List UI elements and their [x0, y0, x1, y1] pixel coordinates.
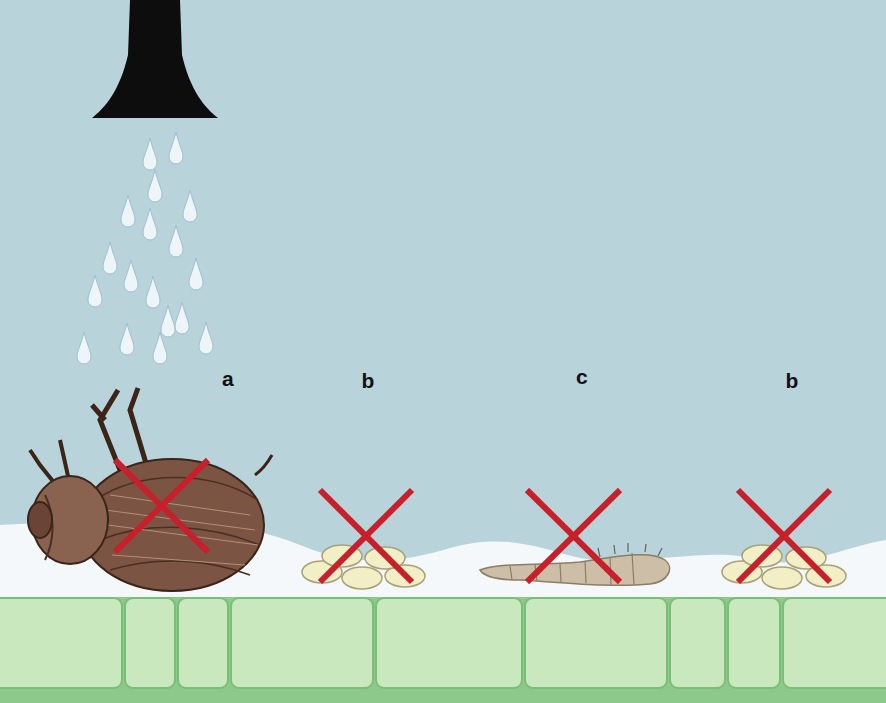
- spray-droplets: [77, 132, 213, 364]
- beetle: [28, 388, 272, 591]
- leaf-tissue: [0, 595, 886, 703]
- panel-letter: b: [362, 370, 375, 391]
- panel-letter: a: [222, 368, 234, 389]
- leaf-cells: [0, 598, 886, 688]
- spray-nozzle: [92, 0, 218, 118]
- larva: [480, 543, 670, 585]
- panel-letter: c: [576, 366, 588, 387]
- red-cross: [115, 460, 830, 582]
- panel-letter: b: [786, 370, 799, 391]
